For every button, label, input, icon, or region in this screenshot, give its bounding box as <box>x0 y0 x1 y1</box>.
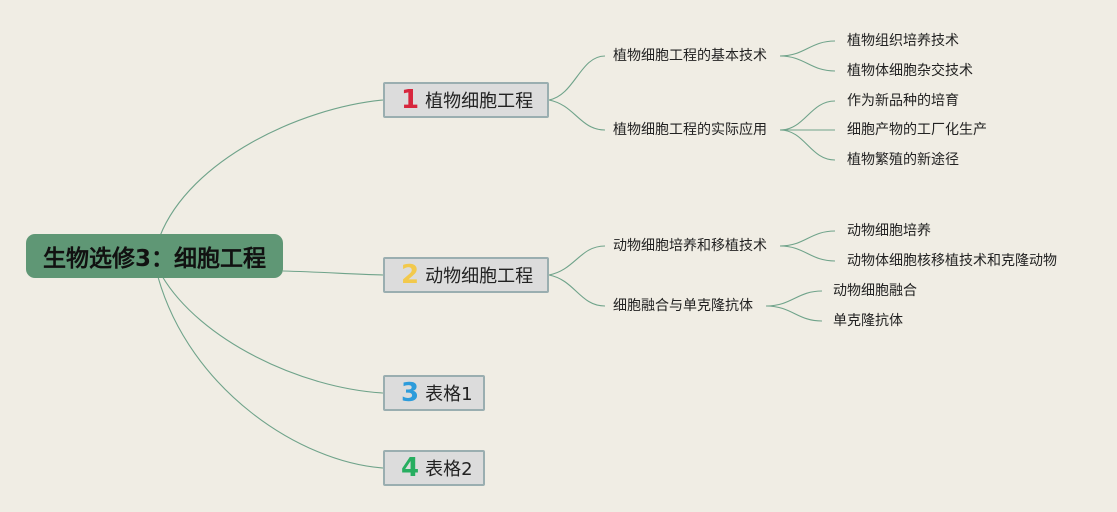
connector-s12-l3 <box>779 129 836 161</box>
connector-b1-sub1 <box>548 55 606 101</box>
leaf-animal-cell-culture[interactable]: 动物细胞培养 <box>847 223 931 239</box>
connector-b2-sub1 <box>548 245 606 276</box>
branch-plant-cell-engineering[interactable]: 1 植物细胞工程 <box>383 82 549 118</box>
connector-root-branch-2 <box>282 270 384 276</box>
connector-s11-l2 <box>779 55 836 72</box>
subtopic-plant-basic-tech[interactable]: 植物细胞工程的基本技术 <box>613 48 767 64</box>
connector-b2-sub2 <box>548 274 606 307</box>
branch-label: 表格2 <box>425 459 473 480</box>
number-2-icon: 2 <box>401 260 420 290</box>
connector-s21-l2 <box>779 245 836 262</box>
connector-s11-l1 <box>779 40 836 57</box>
connector-b1-sub2 <box>548 99 606 131</box>
branch-table-1[interactable]: 3 表格1 <box>383 375 485 411</box>
branch-label: 表格1 <box>425 384 473 405</box>
connector-root-branch-1 <box>159 99 384 237</box>
leaf-monoclonal-antibody[interactable]: 单克隆抗体 <box>833 313 903 329</box>
root-title: 生物选修3：细胞工程 <box>42 246 266 272</box>
leaf-plant-tissue-culture[interactable]: 植物组织培养技术 <box>847 33 959 49</box>
connector-root-branch-3 <box>161 275 384 394</box>
number-4-icon: 4 <box>401 453 420 483</box>
branch-label: 动物细胞工程 <box>425 266 534 287</box>
subtopic-animal-culture-transplant[interactable]: 动物细胞培养和移植技术 <box>613 238 767 254</box>
branch-label: 植物细胞工程 <box>425 91 534 112</box>
connector-root-branch-4 <box>157 276 384 469</box>
number-1-icon: 1 <box>401 85 420 115</box>
root-node[interactable]: 生物选修3：细胞工程 <box>26 234 283 278</box>
leaf-new-variety-breeding[interactable]: 作为新品种的培育 <box>847 93 959 109</box>
connector-s21-l1 <box>779 230 836 247</box>
number-3-icon: 3 <box>401 378 420 408</box>
branch-table-2[interactable]: 4 表格2 <box>383 450 485 486</box>
leaf-factory-production[interactable]: 细胞产物的工厂化生产 <box>847 122 987 138</box>
leaf-nuclear-transfer-cloning[interactable]: 动物体细胞核移植技术和克隆动物 <box>847 253 1057 269</box>
subtopic-plant-applications[interactable]: 植物细胞工程的实际应用 <box>613 122 767 138</box>
leaf-plant-somatic-hybridization[interactable]: 植物体细胞杂交技术 <box>847 63 973 79</box>
branch-animal-cell-engineering[interactable]: 2 动物细胞工程 <box>383 257 549 293</box>
leaf-new-propagation-route[interactable]: 植物繁殖的新途径 <box>847 152 959 168</box>
connector-s12-l1 <box>779 100 836 131</box>
connector-s22-l1 <box>765 290 823 307</box>
subtopic-cell-fusion-antibody[interactable]: 细胞融合与单克隆抗体 <box>613 298 753 314</box>
connector-s22-l2 <box>765 305 823 322</box>
leaf-animal-cell-fusion[interactable]: 动物细胞融合 <box>833 283 917 299</box>
